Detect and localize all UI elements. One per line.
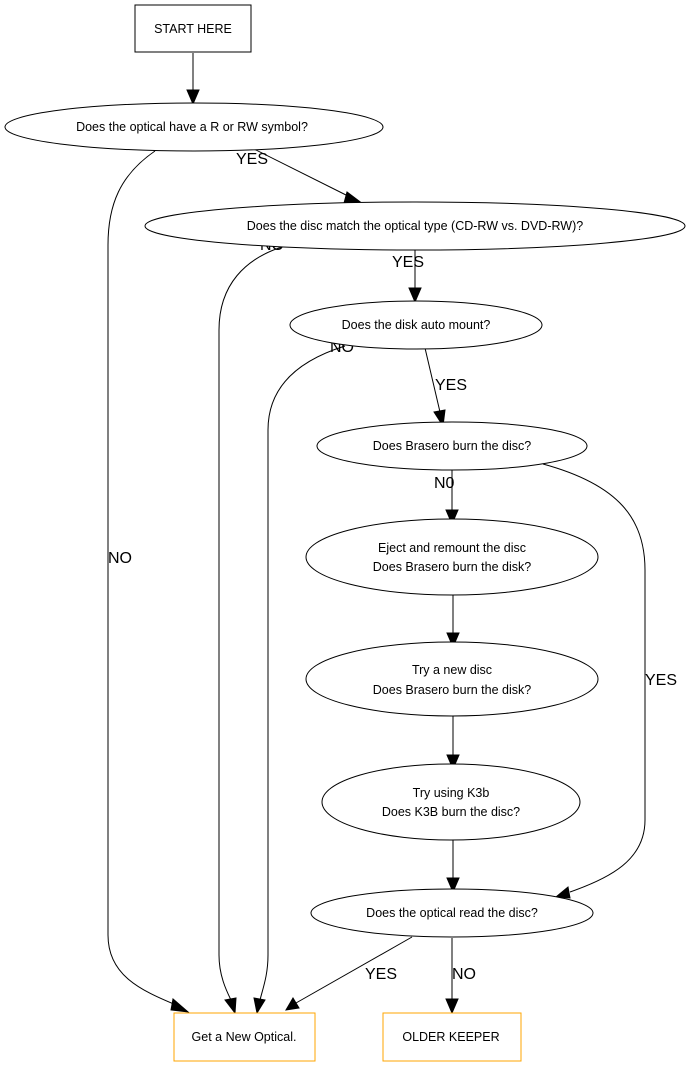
edge-k3b-to-read <box>446 839 460 894</box>
edge-label-symbol-yes: YES <box>236 151 268 168</box>
node-get-new-label: Get a New Optical. <box>192 1030 297 1044</box>
edge-label-brasero-yes: YES <box>645 672 677 689</box>
edge-start-to-question-symbol <box>186 53 200 106</box>
node-question-symbol-label: Does the optical have a R or RW symbol? <box>76 120 308 134</box>
edges: YES NO YES NO YES NO <box>107 53 677 1015</box>
edge-newdisc-to-k3b <box>446 716 460 771</box>
edge-symbol-yes: YES <box>236 146 365 205</box>
node-start-shape <box>134 4 252 53</box>
node-older-keeper: OLDER KEEPER <box>382 1012 522 1062</box>
edge-label-match-yes: YES <box>392 254 424 271</box>
node-question-newdisc-shape <box>305 641 599 717</box>
node-start-label: START HERE <box>154 22 232 36</box>
edge-label-read-yes: YES <box>365 966 397 983</box>
edge-brasero-no: N0 <box>434 468 459 526</box>
node-question-eject-shape <box>305 518 599 596</box>
edge-mount-yes: YES <box>424 347 467 428</box>
edge-label-brasero-no: N0 <box>434 475 455 492</box>
edge-eject-to-newdisc <box>446 595 460 649</box>
node-question-read: Does the optical read the disc? <box>310 888 594 938</box>
edge-read-yes: YES <box>285 936 413 1011</box>
edge-match-no: NO <box>218 237 286 1015</box>
node-question-newdisc: Try a new disc Does Brasero burn the dis… <box>305 641 599 717</box>
node-question-eject-line1: Eject and remount the disc <box>378 541 526 555</box>
node-question-k3b-shape <box>321 763 581 841</box>
node-question-symbol-shape <box>4 102 384 152</box>
node-question-brasero: Does Brasero burn the disc? <box>316 421 588 471</box>
edge-symbol-no: NO <box>107 150 190 1013</box>
node-start-here: START HERE <box>134 4 252 53</box>
edge-label-mount-yes: YES <box>435 377 467 394</box>
node-get-new-shape <box>173 1012 316 1062</box>
edge-label-symbol-no: NO <box>108 550 132 567</box>
node-question-match-shape <box>144 201 686 251</box>
node-keeper-label: OLDER KEEPER <box>402 1030 499 1044</box>
node-question-read-shape <box>310 888 594 938</box>
node-question-newdisc-line2: Does Brasero burn the disk? <box>373 683 531 697</box>
edge-label-read-no: NO <box>452 966 476 983</box>
node-question-match-label: Does the disc match the optical type (CD… <box>247 219 583 233</box>
edge-mount-no: NO <box>253 339 354 1015</box>
node-question-match: Does the disc match the optical type (CD… <box>144 201 686 251</box>
node-question-brasero-shape <box>316 421 588 471</box>
node-question-mount-label: Does the disk auto mount? <box>342 318 491 332</box>
node-keeper-shape <box>382 1012 522 1062</box>
node-question-k3b: Try using K3b Does K3B burn the disc? <box>321 763 581 841</box>
node-question-read-label: Does the optical read the disc? <box>366 906 538 920</box>
node-question-eject: Eject and remount the disc Does Brasero … <box>305 518 599 596</box>
node-question-k3b-line2: Does K3B burn the disc? <box>382 805 520 819</box>
node-question-k3b-line1: Try using K3b <box>413 786 490 800</box>
nodes: START HERE Does the optical have a R or … <box>4 4 686 1062</box>
node-question-newdisc-line1: Try a new disc <box>412 663 492 677</box>
edge-read-no: NO <box>445 938 476 1015</box>
node-question-eject-line2: Does Brasero burn the disk? <box>373 560 531 574</box>
node-question-mount-shape <box>289 300 543 350</box>
node-question-mount: Does the disk auto mount? <box>289 300 543 350</box>
node-get-new-optical: Get a New Optical. <box>173 1012 316 1062</box>
edge-match-yes: YES <box>392 250 424 304</box>
node-question-brasero-label: Does Brasero burn the disc? <box>373 439 531 453</box>
node-question-symbol: Does the optical have a R or RW symbol? <box>4 102 384 152</box>
edge-brasero-yes: YES <box>542 463 677 899</box>
